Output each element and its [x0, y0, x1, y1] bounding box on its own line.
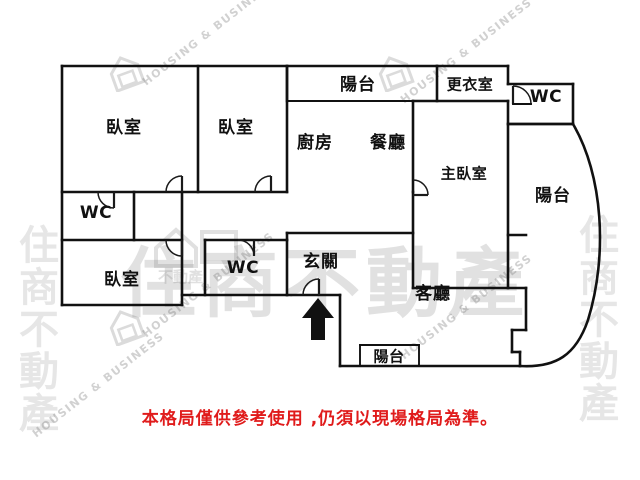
room-label-bedroom-bottom-left: 臥室	[104, 269, 140, 290]
door-bedroom-top-left	[165, 175, 184, 193]
room-label-bedroom-top-left: 臥室	[106, 117, 142, 138]
room-label-wc-top-right: WC	[530, 87, 562, 107]
door-wc-center	[237, 239, 256, 257]
room-label-entry-foyer: 玄關	[303, 251, 339, 272]
room-label-kitchen: 廚房	[297, 132, 333, 153]
door-master-bedroom	[412, 179, 429, 197]
room-label-living-room: 客廳	[414, 283, 451, 304]
room-label-dining: 餐廳	[370, 132, 406, 153]
room-label-wc-left: WC	[80, 203, 112, 223]
room-label-balcony-top: 陽台	[340, 74, 376, 95]
room-label-bedroom-top-mid: 臥室	[218, 117, 254, 138]
door-bedroom-top-mid	[254, 175, 273, 193]
room-label-master-bedroom: 主臥室	[441, 165, 488, 183]
door-wc-top-right	[511, 85, 532, 105]
door-wc-left	[97, 191, 116, 209]
door-bedroom-bottom-left	[165, 239, 184, 257]
door-entry-foyer	[302, 278, 321, 296]
room-label-balcony-bottom: 陽台	[373, 348, 404, 366]
room-label-dressing-room: 更衣室	[447, 76, 494, 94]
disclaimer-caption: 本格局僅供參考使用 ,仍須以現場格局為準。	[141, 409, 499, 429]
main-entrance-arrow	[302, 298, 334, 340]
room-label-balcony-right: 陽台	[535, 185, 571, 206]
room-label-wc-center: WC	[227, 258, 259, 278]
wall-balcony-right-curve	[518, 122, 602, 368]
